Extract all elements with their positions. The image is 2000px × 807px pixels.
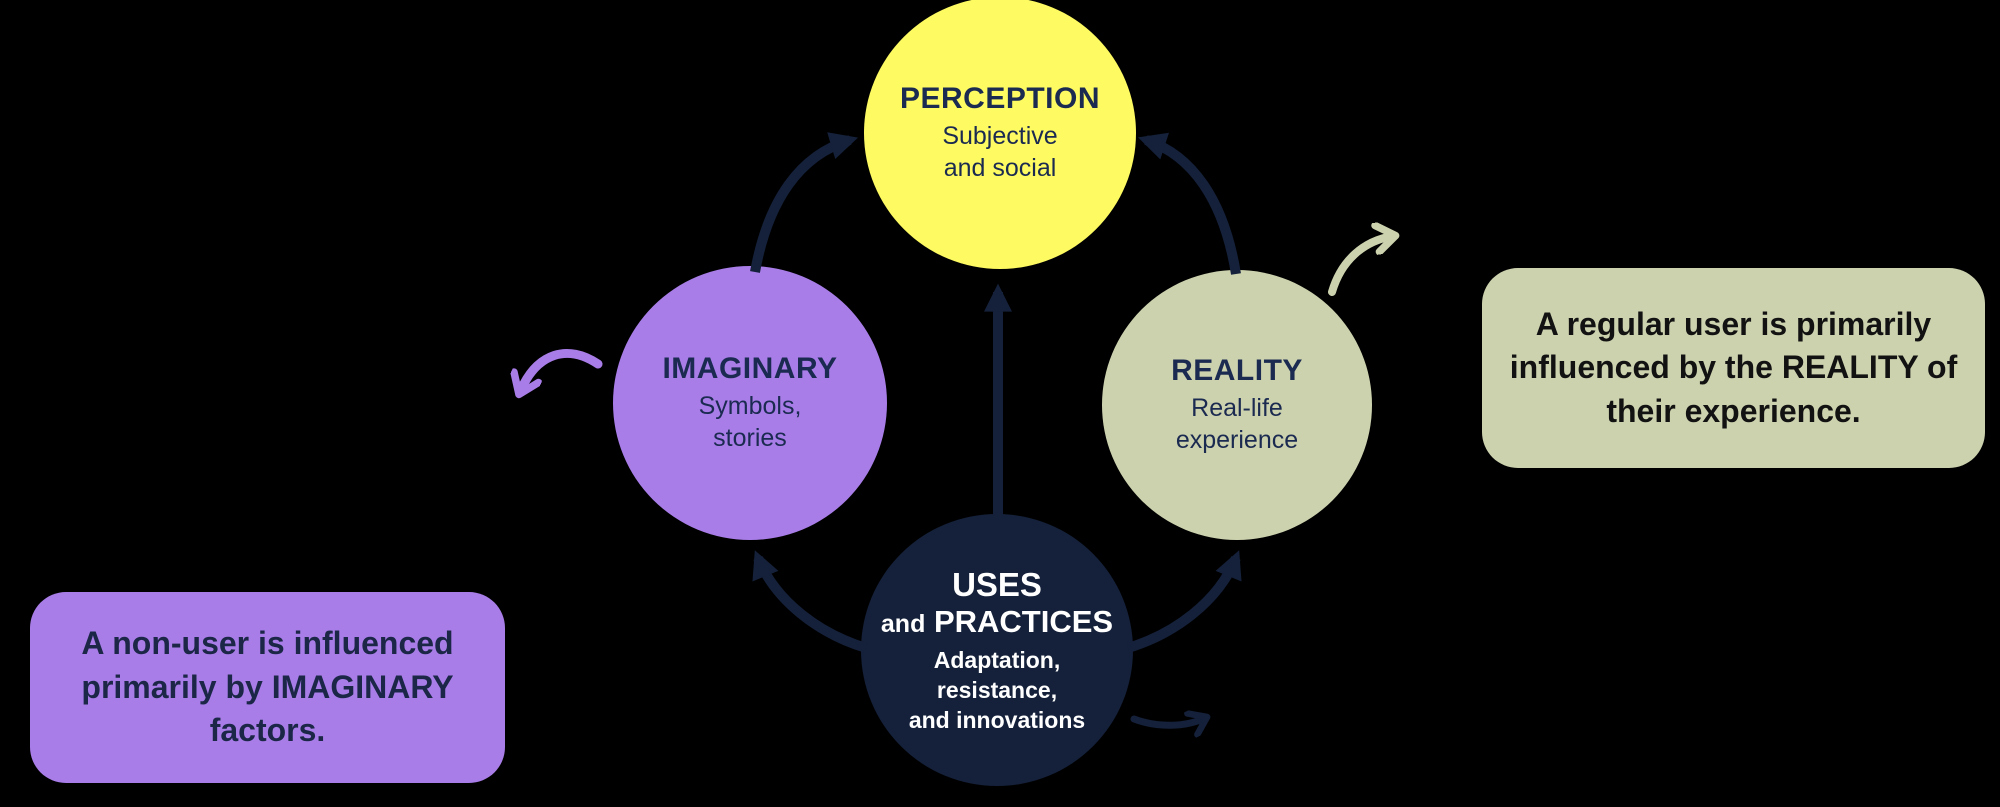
uses-subtitle-line1: Adaptation, [933,646,1061,673]
imaginary-subtitle-line2: stories [713,424,787,453]
perception-title: PERCEPTION [899,81,1101,115]
non-user-line3: factors. [209,712,326,749]
arrow-uses-to-imaginary [752,550,868,653]
circle-imaginary: IMAGINARY Symbols, stories [613,266,887,540]
circle-perception: PERCEPTION Subjective and social [864,0,1136,269]
regular-user-line1: A regular user is primarily [1535,305,1932,342]
perception-subtitle: Subjective and social [942,120,1057,184]
uses-title-line2: and PRACTICES [881,604,1113,640]
callout-regular-user: A regular user is primarily influenced b… [1482,268,1985,468]
regular-user-line3: their experience. [1606,392,1861,429]
uses-title-line1: USES [952,565,1042,603]
arrow-imaginary-to-perception [750,132,859,273]
imaginary-subtitle-line1: Symbols, [698,392,802,421]
arrow-reality-to-perception [1138,132,1241,275]
reality-subtitle-line1: Real-life [1191,394,1283,423]
arrow-uses-to-reality [1126,550,1242,653]
imaginary-title: IMAGINARY [662,351,838,385]
uses-title-practices: PRACTICES [933,604,1114,640]
circle-reality: REALITY Real-life experience [1102,270,1372,540]
perception-subtitle-line1: Subjective [942,122,1058,151]
uses-subtitle: Adaptation, resistance, and innovations [909,646,1085,736]
callout-non-user: A non-user is influenced primarily by IM… [30,592,505,783]
circle-uses-and-practices: USES and PRACTICES Adaptation, resistanc… [861,514,1133,786]
reality-subtitle: Real-life experience [1176,392,1298,456]
reality-subtitle-line2: experience [1175,426,1299,455]
uses-subtitle-line3: and innovations [908,706,1086,733]
non-user-line1: A non-user is influenced [81,625,454,662]
reality-title: REALITY [1171,353,1303,387]
uses-subtitle-line2: resistance, [936,676,1058,703]
arrow-imaginary-outward [520,348,603,392]
regular-user-line2: influenced by the REALITY of [1509,349,1958,386]
non-user-line2: primarily by IMAGINARY [81,668,454,705]
arrow-uses-outward [1130,718,1205,725]
perception-subtitle-line2: and social [943,154,1057,183]
imaginary-subtitle: Symbols, stories [699,390,802,454]
arrow-reality-outward [1328,236,1393,296]
uses-title-and: and [880,610,926,639]
